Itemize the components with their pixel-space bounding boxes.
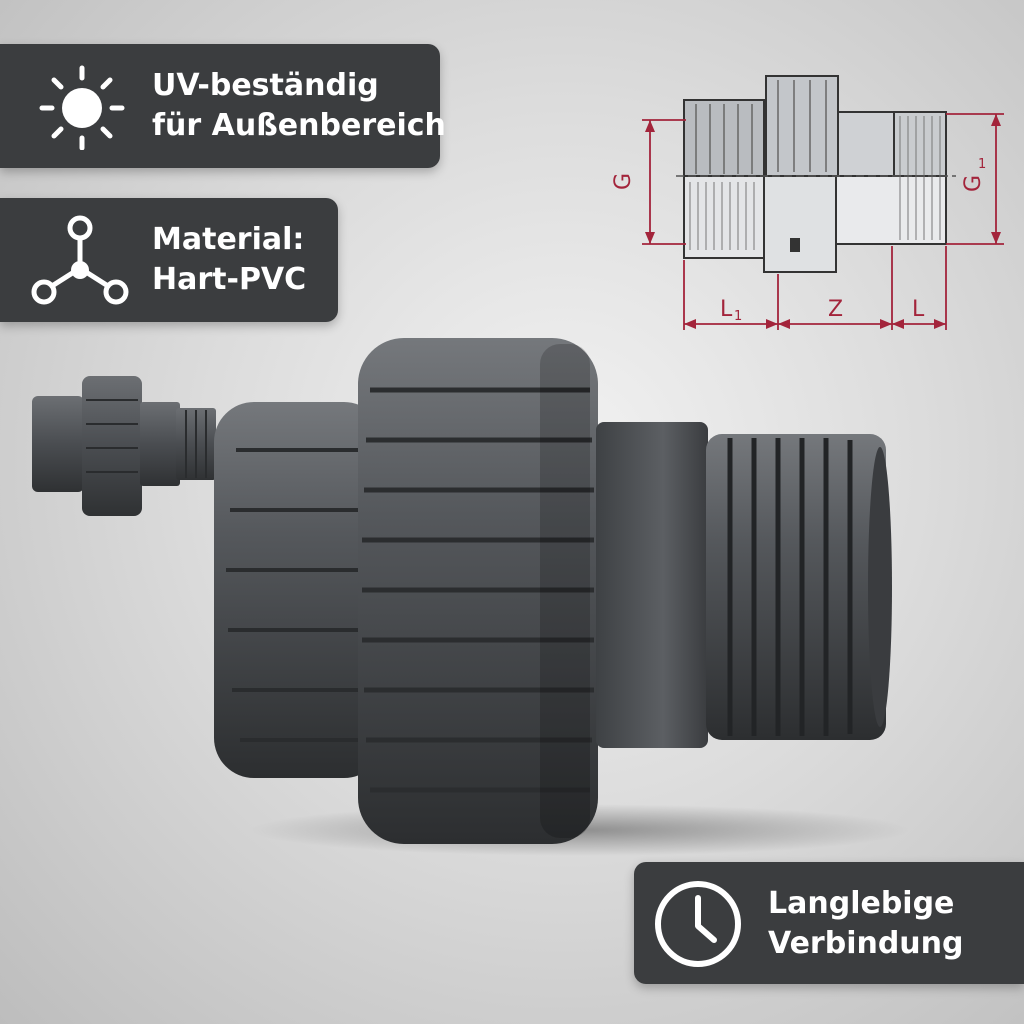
clock-icon xyxy=(650,876,746,976)
dimension-drawing: G G 1 L 1 Z L xyxy=(606,64,1006,338)
feature-durability-line1: Langlebige xyxy=(768,886,955,921)
dim-label-l1-sub: 1 xyxy=(734,309,742,324)
dim-label-l1: L xyxy=(720,297,733,322)
feature-uv-line2: für Außenbereich xyxy=(152,108,446,143)
dim-label-l: L xyxy=(912,297,925,322)
dim-label-g1-sub: 1 xyxy=(978,157,986,172)
dim-label-g1: G xyxy=(961,175,986,192)
product-image-main xyxy=(200,330,920,864)
feature-text-uv: UV-beständig für Außenbereich xyxy=(152,66,446,146)
feature-badge-uv: UV-beständig für Außenbereich xyxy=(0,44,446,168)
dim-label-g: G xyxy=(611,173,636,190)
feature-durability-line2: Verbindung xyxy=(768,926,964,961)
feature-text-material: Material: Hart-PVC xyxy=(152,220,306,300)
feature-badge-durability: Langlebige Verbindung xyxy=(634,862,1024,984)
feature-material-line1: Material: xyxy=(152,222,305,257)
feature-badge-material: Material: Hart-PVC xyxy=(0,198,338,322)
feature-text-durability: Langlebige Verbindung xyxy=(768,884,964,964)
feature-material-line2: Hart-PVC xyxy=(152,262,307,297)
sun-icon xyxy=(34,62,130,154)
dim-label-z: Z xyxy=(828,297,843,322)
product-image-small xyxy=(26,370,226,524)
feature-uv-line1: UV-beständig xyxy=(152,68,379,103)
molecule-icon xyxy=(30,212,130,312)
